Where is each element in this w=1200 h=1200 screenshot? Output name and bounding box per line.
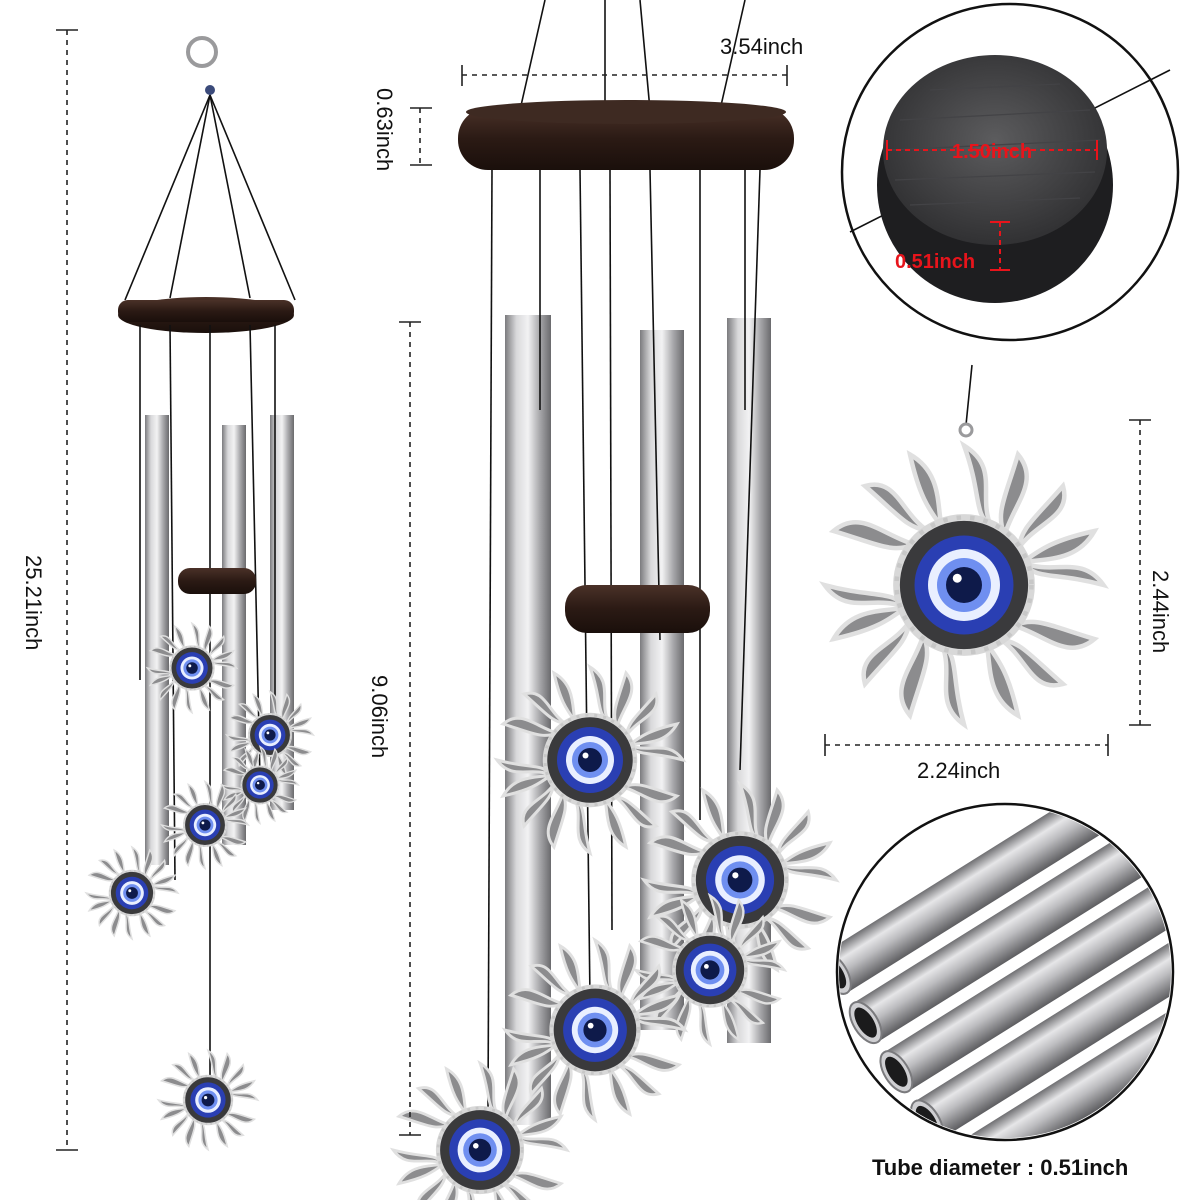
pendant-width-label: 2.24inch xyxy=(917,758,1000,783)
top-thickness-label: 0.63inch xyxy=(372,88,397,171)
dimension-pendant-width: 2.24inch xyxy=(824,734,1109,783)
dimension-top-thickness: 0.63inch xyxy=(372,88,432,171)
dimension-pendant-height: 2.44inch xyxy=(1129,419,1173,726)
wood-disc-detail: 1.50inch 0.51inch xyxy=(840,2,1180,342)
full-chime-illustration xyxy=(85,36,315,1151)
tube-length-label: 9.06inch xyxy=(367,675,392,758)
top-diameter-label: 3.54inch xyxy=(720,34,803,59)
pendant-height-label: 2.44inch xyxy=(1148,570,1173,653)
wood-disc-diameter-label: 1.50inch xyxy=(952,141,1032,163)
tube-cross-section-detail xyxy=(835,802,1175,1142)
total-length-label: 25.21inch xyxy=(21,555,46,650)
wood-disc-thickness-label: 0.51inch xyxy=(895,251,975,273)
closeup-chime-illustration xyxy=(393,0,836,1200)
dimension-top-diameter: 3.54inch xyxy=(461,34,803,86)
dimension-total-length: 25.21inch xyxy=(21,29,78,1151)
tube-diameter-caption: Tube diameter : 0.51inch xyxy=(872,1155,1128,1180)
pendant-detail xyxy=(825,364,1104,725)
dimension-tube-length: 9.06inch xyxy=(367,321,421,1136)
